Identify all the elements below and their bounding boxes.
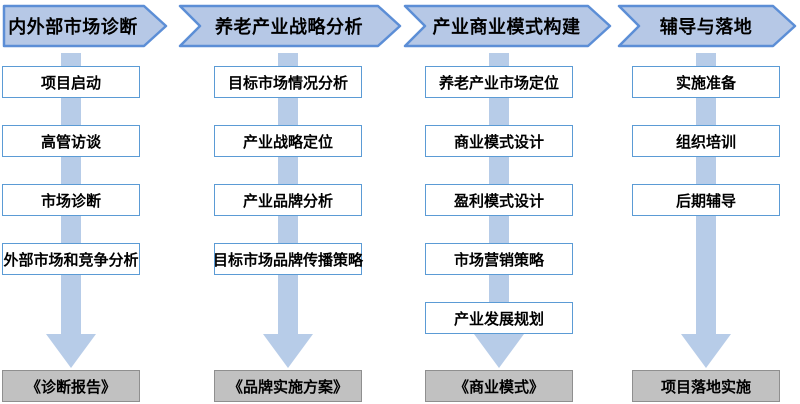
step-box: 目标市场品牌传播策略 [213, 243, 363, 275]
step-box: 实施准备 [632, 66, 780, 98]
step-box: 盈利模式设计 [425, 184, 573, 216]
result-box: 项目落地实施 [632, 370, 780, 402]
phase-title: 内外部市场诊断 [8, 17, 138, 37]
result-box: 《品牌实施方案》 [214, 370, 362, 402]
step-box: 市场诊断 [2, 184, 140, 216]
chevron-banner-shape [178, 4, 402, 48]
phase-title: 产业商业模式构建 [432, 17, 581, 37]
step-box: 项目启动 [2, 66, 140, 98]
phase-banner-1: 内外部市场诊断 [2, 4, 168, 48]
step-box: 高管访谈 [2, 125, 140, 157]
step-box: 后期辅导 [632, 184, 780, 216]
step-box: 养老产业市场定位 [425, 66, 573, 98]
phase-title: 辅导与落地 [659, 17, 753, 37]
chevron-banner-shape [2, 4, 168, 48]
result-box: 《诊断报告》 [2, 370, 140, 402]
chevron-banner-shape [617, 4, 797, 48]
step-box: 产业发展规划 [425, 302, 573, 334]
chevron-banner-shape [403, 4, 612, 48]
step-box: 产业品牌分析 [214, 184, 362, 216]
phase-banner-2: 养老产业战略分析 [178, 4, 402, 48]
step-box: 产业战略定位 [214, 125, 362, 157]
phase-banner-3: 产业商业模式构建 [403, 4, 612, 48]
phase-banner-4: 辅导与落地 [617, 4, 797, 48]
phase-title: 养老产业战略分析 [215, 17, 363, 37]
step-box: 市场营销策略 [425, 243, 573, 275]
step-box: 目标市场情况分析 [214, 66, 362, 98]
result-box: 《商业模式》 [425, 370, 573, 402]
step-box: 商业模式设计 [425, 125, 573, 157]
step-box: 外部市场和竞争分析 [2, 243, 140, 275]
step-box: 组织培训 [632, 125, 780, 157]
